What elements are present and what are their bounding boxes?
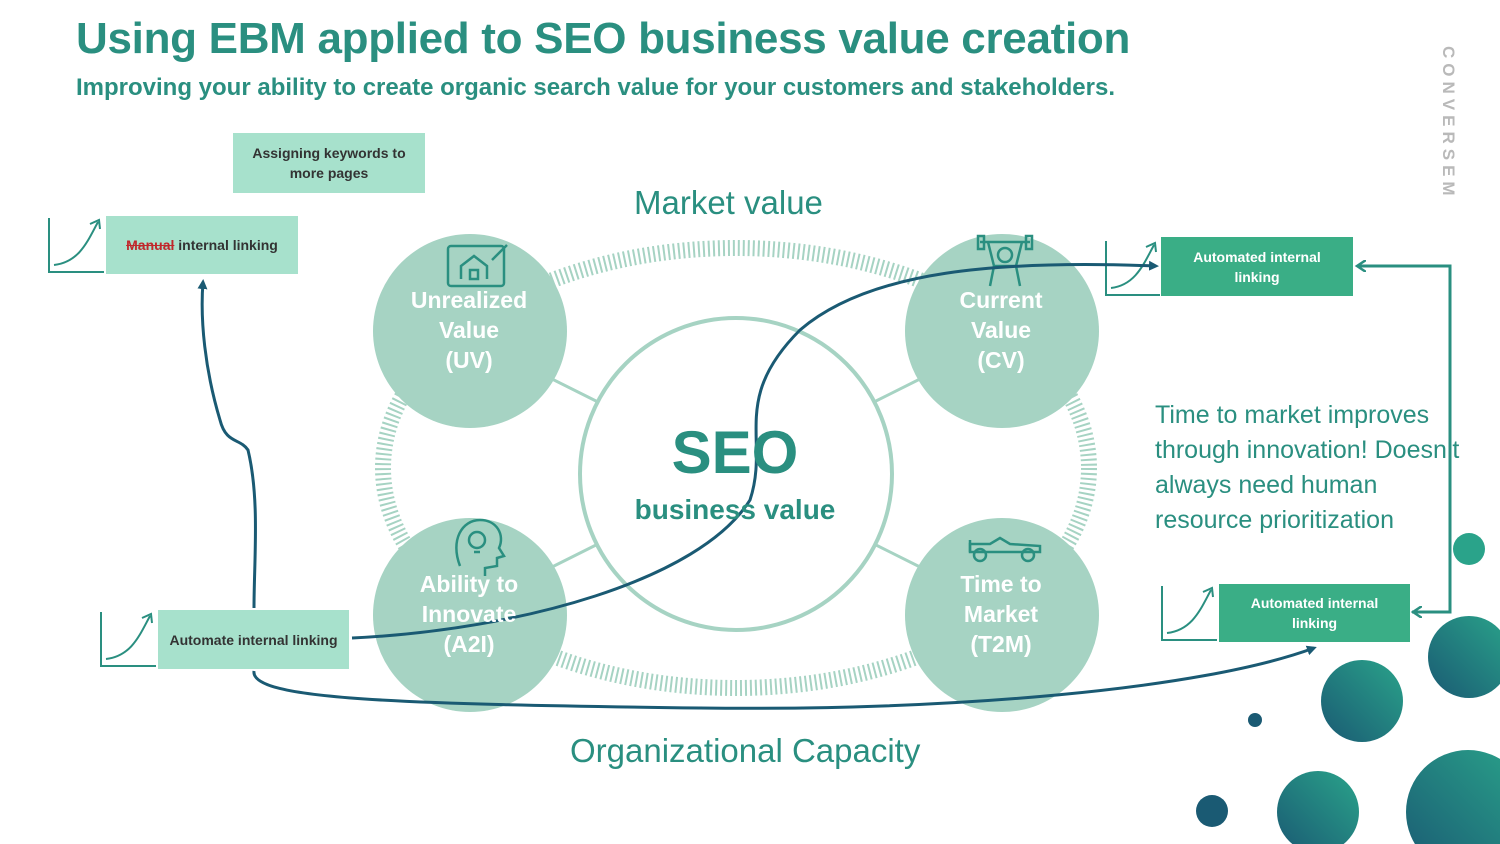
uv-line-2: Value [438, 317, 500, 343]
automate-linking-text: Automate internal linking [169, 631, 338, 648]
seo-center-subtitle: business value [634, 494, 836, 525]
automated-linking-bottom-box: Automated internal linking [1219, 584, 1410, 642]
automated-linking-top-text: Automated internal linking [1193, 248, 1321, 285]
a2i-line-3: (A2I) [443, 631, 495, 657]
trend-chart-icon [1161, 586, 1217, 641]
page-title: Using EBM applied to SEO business value … [76, 14, 1131, 63]
t2m-line-3: (T2M) [970, 631, 1032, 657]
seo-center-title: SEO [671, 419, 799, 486]
market-value-label: Market value [634, 184, 823, 221]
uv-line-3: (UV) [445, 347, 493, 373]
organizational-capacity-label: Organizational Capacity [570, 732, 921, 769]
brand-logo: CONVERSEM [1439, 46, 1458, 201]
connector-lines [549, 376, 923, 570]
flow-arrow-to-manual-linking [197, 279, 257, 609]
head-lightbulb-icon [455, 518, 506, 576]
cv-line-1: Current [959, 287, 1043, 313]
flow-arrow-to-automated-top [351, 260, 1159, 640]
manual-internal-linking-box: Manual internal linking [106, 216, 298, 274]
cv-line-2: Value [970, 317, 1032, 343]
trend-chart-icon [48, 218, 104, 273]
page-subtitle: Improving your ability to create organic… [76, 74, 1115, 101]
t2m-circle-label: Time to Market (T2M) [911, 569, 1091, 659]
cv-circle [905, 234, 1099, 428]
cv-line-3: (CV) [977, 347, 1025, 373]
automated-linking-bottom-text: Automated internal linking [1250, 595, 1379, 631]
uv-line-1: Unrealized [410, 287, 528, 313]
t2m-line-1: Time to [960, 571, 1042, 597]
trend-chart-icon [100, 612, 156, 667]
a2i-line-1: Ability to [419, 571, 519, 597]
uv-circle [373, 234, 567, 428]
keywords-assignment-box: Assigning keywords to more pages [233, 133, 425, 193]
decorative-dots [1196, 533, 1500, 844]
t2m-circle [905, 518, 1099, 712]
manual-linking-rest: internal linking [174, 237, 278, 253]
automated-linking-top-box: Automated internal linking [1161, 237, 1353, 296]
uv-circle-label: Unrealized Value (UV) [379, 285, 559, 375]
trend-chart-icon [1105, 241, 1160, 296]
manual-linking-text: Manual internal linking [126, 235, 278, 255]
keywords-assignment-text: Assigning keywords to more pages [252, 145, 406, 181]
automate-internal-linking-box: Automate internal linking [158, 610, 349, 669]
time-to-market-note: Time to market improves through innovati… [1155, 401, 1460, 534]
struck-manual-word: Manual [126, 237, 175, 253]
t2m-line-2: Market [963, 601, 1039, 627]
a2i-circle-label: Ability to Innovate (A2I) [379, 569, 559, 659]
flow-arrow-to-automated-bottom [252, 645, 1317, 710]
race-car-icon [968, 536, 1042, 563]
a2i-circle [373, 518, 567, 712]
market-capacity-ring [375, 240, 1097, 696]
cv-circle-label: Current Value (CV) [911, 285, 1091, 375]
house-blueprint-icon [446, 244, 508, 288]
a2i-line-2: Innovate [421, 601, 517, 627]
seo-center-circle [578, 316, 894, 632]
